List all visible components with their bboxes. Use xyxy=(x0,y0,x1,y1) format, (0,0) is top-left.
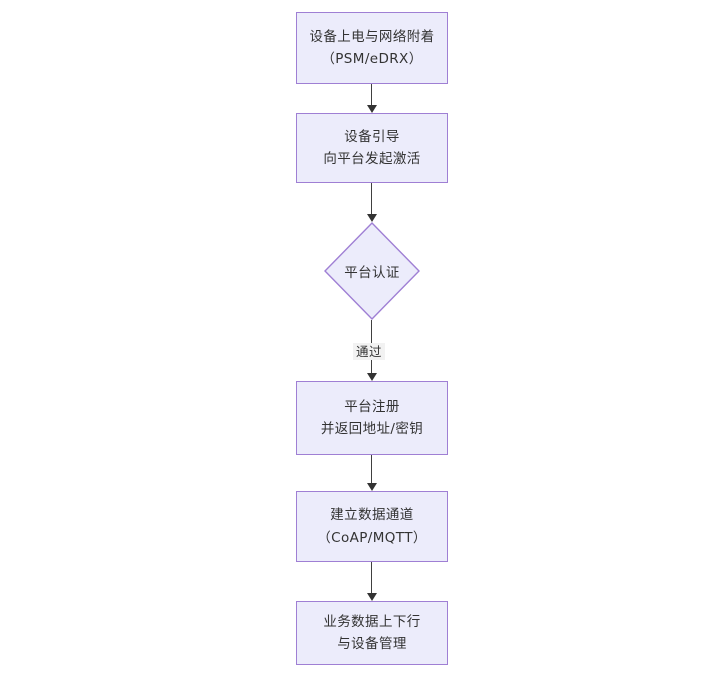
node-platform-registration[interactable]: 平台注册 并返回地址/密钥 xyxy=(296,381,448,455)
node-label: 设备上电与网络附着 （PSM/eDRX） xyxy=(309,28,435,67)
node-business-data-and-device-management[interactable]: 业务数据上下行 与设备管理 xyxy=(296,601,448,665)
edge-label-pass: 通过 xyxy=(353,343,386,360)
node-label: 平台注册 并返回地址/密钥 xyxy=(320,398,424,437)
node-device-power-on[interactable]: 设备上电与网络附着 （PSM/eDRX） xyxy=(296,12,448,84)
edge-connector-line xyxy=(371,84,372,105)
node-device-bootstrap[interactable]: 设备引导 向平台发起激活 xyxy=(296,113,448,183)
edge-connector-line xyxy=(371,562,372,593)
diamond-shape-icon xyxy=(324,222,420,320)
node-platform-authentication[interactable]: 平台认证 xyxy=(324,222,420,320)
edge-arrowhead xyxy=(367,105,377,113)
node-label: 建立数据通道 （CoAP/MQTT） xyxy=(317,507,427,546)
edge-connector-line xyxy=(371,183,372,214)
edge-arrowhead xyxy=(367,593,377,601)
edge-arrowhead xyxy=(367,483,377,491)
edge-arrowhead xyxy=(367,373,377,381)
node-label: 设备引导 向平台发起激活 xyxy=(323,128,421,167)
node-label: 平台认证 xyxy=(344,265,400,281)
node-establish-data-channel[interactable]: 建立数据通道 （CoAP/MQTT） xyxy=(296,491,448,562)
node-label: 业务数据上下行 与设备管理 xyxy=(323,613,421,652)
edge-connector-line xyxy=(371,455,372,483)
edge-arrowhead xyxy=(367,214,377,222)
